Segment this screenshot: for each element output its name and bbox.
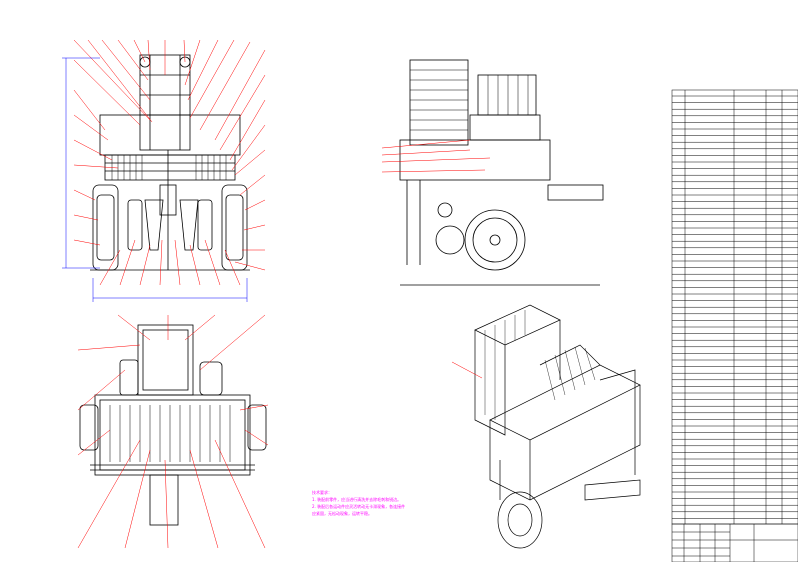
isometric-view — [474, 304, 641, 549]
isometric-view-leaders — [451, 361, 483, 379]
front-view-leaders — [73, 39, 266, 286]
front-view-dimensions — [62, 57, 248, 302]
parts-list — [671, 89, 798, 562]
top-view — [79, 324, 267, 526]
front-view — [90, 54, 250, 271]
notes-line-3: 应紧固，无松动现象，运转平稳。 — [312, 511, 372, 516]
notes-line-1: 1. 装配前零件，应当进行清洗并去除毛刺和锐边。 — [312, 497, 402, 502]
notes-title: 技术要求： — [312, 490, 332, 495]
technical-notes: 技术要求： 1. 装配前零件，应当进行清洗并去除毛刺和锐边。 2. 装配后各运动… — [312, 489, 462, 517]
side-view-leaders — [381, 139, 491, 173]
top-view-leaders — [77, 314, 269, 549]
notes-line-2: 2. 装配后各运动件应灵活转动无卡滞现象，各连接件 — [312, 504, 406, 509]
side-view — [399, 59, 604, 286]
